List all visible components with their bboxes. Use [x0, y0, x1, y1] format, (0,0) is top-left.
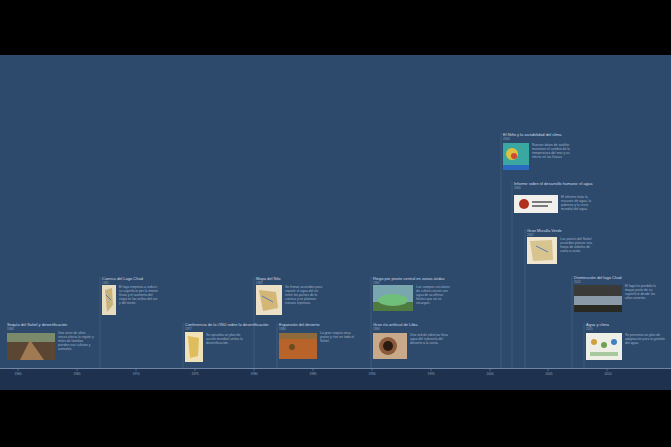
event-description: Nuevos datos de satélite muestran el cam…	[532, 143, 570, 159]
event-card: Expansión del desierto1984La gran sequía…	[279, 323, 356, 357]
event-title: Sequía del Sahel y desertificación	[7, 323, 67, 327]
axis-ticks	[18, 368, 607, 371]
irrigation-photo	[373, 285, 413, 311]
axis-band	[0, 368, 671, 390]
event-card: Gran río artificial de Libia1996Una red …	[373, 323, 448, 359]
axis-year: 1975	[191, 372, 198, 376]
event-description: El informe trata la escasez de agua, la …	[561, 195, 597, 211]
event-card: El Niño y la variabilidad del clima2003N…	[503, 133, 570, 170]
axis-year: 1995	[427, 372, 434, 376]
report-cover	[514, 195, 558, 213]
event-title: Disminución del lago Chad	[574, 276, 622, 280]
axis-year: 1965	[73, 372, 80, 376]
event-date: 2003	[503, 138, 510, 141]
axis-year: 2010	[604, 372, 611, 376]
desert-photo	[279, 333, 317, 359]
event-description: Se presenta un plan de adaptación para l…	[625, 333, 665, 345]
event-description: El lago ha perdido la mayor parte de su …	[625, 284, 661, 300]
event-card: Sequía del Sahel y desertificación1960Un…	[7, 323, 94, 358]
axis-year: 1980	[250, 372, 257, 376]
event-date: 1965	[102, 282, 109, 285]
axis-year: 2000	[486, 372, 493, 376]
axis-year: 1970	[132, 372, 139, 376]
event-date: 1984	[279, 328, 286, 331]
event-card: Informe sobre el desarrollo humano: el a…	[514, 182, 597, 213]
event-date: 2012	[574, 281, 581, 284]
event-card: Mapa del Nilo1982Se firman acuerdos para…	[256, 277, 325, 315]
event-description: Una serie de años secos afecta la región…	[58, 331, 94, 351]
event-description: La gran sequía seca pozos y ríos en todo…	[320, 331, 356, 343]
event-description: El lago empieza a reducir su superficie …	[119, 285, 159, 305]
event-date: 2006	[514, 187, 521, 190]
lake-photo	[574, 285, 622, 312]
map-image	[185, 332, 203, 362]
event-title: Riego por pivote central en zonas áridas	[373, 277, 445, 281]
event-date: 1960	[7, 328, 14, 331]
axis-year: 1990	[368, 372, 375, 376]
event-description: Una red de tuberías lleva agua del subsu…	[410, 333, 448, 345]
axis-line	[0, 368, 671, 369]
event-date: 1977	[185, 328, 192, 331]
axis-year: 1985	[309, 372, 316, 376]
climate-map	[503, 143, 529, 170]
event-card: Disminución del lago Chad2012 El lago ha …	[574, 276, 661, 311]
map-image	[256, 285, 282, 315]
event-title: El Niño y la variabilidad del clima	[503, 133, 561, 137]
event-pictures	[7, 143, 622, 362]
timeline-panel	[0, 55, 671, 368]
map-image	[527, 237, 557, 264]
event-card: Agua y clima2015Se presenta un plan de a…	[586, 323, 665, 360]
map-image	[102, 285, 116, 315]
event-description: Se aprueba un plan de acción mundial con…	[206, 333, 246, 345]
event-stems	[100, 133, 584, 368]
event-date: 1982	[256, 282, 263, 285]
axis-year: 1960	[14, 372, 21, 376]
event-card: Cuenca del Lago Chad1965El lago empieza …	[102, 277, 159, 315]
event-description: Se firman acuerdos para repartir el agua…	[285, 285, 325, 305]
event-date: 1992	[373, 282, 380, 285]
event-card: Riego por pivote central en zonas áridas…	[373, 277, 452, 311]
pipe-photo	[373, 333, 407, 359]
event-date: 2015	[586, 328, 593, 331]
event-date: 1996	[373, 328, 380, 331]
axis-year: 2005	[545, 372, 552, 376]
event-description: Los países del Sahel acuerdan plantar un…	[560, 237, 598, 253]
event-card: Gran Muralla Verde2007Los países del Sah…	[527, 229, 598, 264]
infographic	[586, 333, 622, 360]
landscape-photo	[7, 333, 55, 360]
event-card: Conferencia de la ONU sobre la desertifi…	[185, 323, 246, 363]
event-title: Informe sobre el desarrollo humano: el a…	[514, 182, 593, 186]
event-description: Los campos circulares de cultivo crecen …	[416, 285, 452, 305]
event-date: 2007	[527, 234, 534, 237]
event-title: Conferencia de la ONU sobre la desertifi…	[185, 323, 268, 327]
